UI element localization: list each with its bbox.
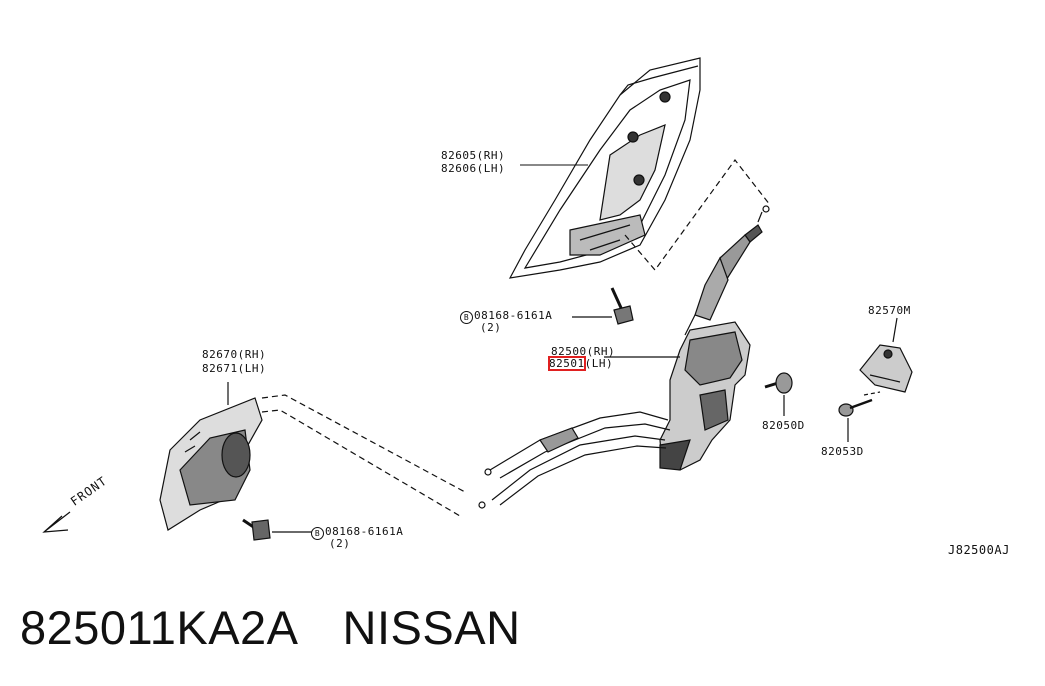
- bolt-bottom-number: 08168-6161A: [325, 525, 404, 538]
- control-cables-drawing: [478, 411, 671, 509]
- part-caption: 825011KA2A NISSAN: [20, 600, 565, 655]
- label-bolt-bottom-qty: (2): [329, 537, 351, 550]
- caption-brand: NISSAN: [342, 601, 521, 654]
- highlighted-part-number: 82501: [548, 356, 586, 371]
- sash-bracket-drawing: [508, 57, 701, 279]
- label-handle-lh[interactable]: 82671(LH): [202, 362, 267, 375]
- front-arrow-icon: [42, 511, 71, 533]
- caption-part-number: 825011KA2A: [20, 601, 299, 654]
- lock-rod-drawing: [684, 205, 770, 336]
- sash-to-rod-dashed-line: [624, 159, 771, 271]
- bolt-bottom-drawing: [242, 518, 312, 541]
- bolt-marker-icon: B: [311, 527, 324, 540]
- screw-82053d-drawing: [838, 398, 873, 442]
- bolt-top-drawing: [610, 287, 634, 325]
- label-rear-glass-rh[interactable]: 82605(RH): [441, 149, 506, 162]
- screw-82050d-drawing: [764, 372, 793, 416]
- leader-line-rear-glass: [520, 164, 588, 166]
- label-rear-glass-lh[interactable]: 82606(LH): [441, 162, 506, 175]
- label-bolt-top-qty: (2): [480, 321, 502, 334]
- bolt-marker-icon: B: [460, 311, 473, 324]
- handle-to-cable-dashed-line: [261, 394, 466, 517]
- label-lock-rh[interactable]: 82500(RH): [551, 345, 616, 358]
- lock-lh-side: (LH): [584, 357, 614, 370]
- figure-code: J82500AJ: [948, 543, 1010, 557]
- bolt-top-number: 08168-6161A: [474, 309, 553, 322]
- label-lock-lh[interactable]: 82501(LH): [548, 356, 614, 371]
- label-screw-82050d[interactable]: 82050D: [762, 419, 805, 432]
- striker-drawing: [859, 317, 913, 396]
- label-handle-rh[interactable]: 82670(RH): [202, 348, 267, 361]
- inside-handle-drawing: [159, 397, 263, 531]
- label-screw-82053d[interactable]: 82053D: [821, 445, 864, 458]
- label-striker[interactable]: 82570M: [868, 304, 911, 317]
- door-lock-actuator-drawing: [659, 321, 751, 471]
